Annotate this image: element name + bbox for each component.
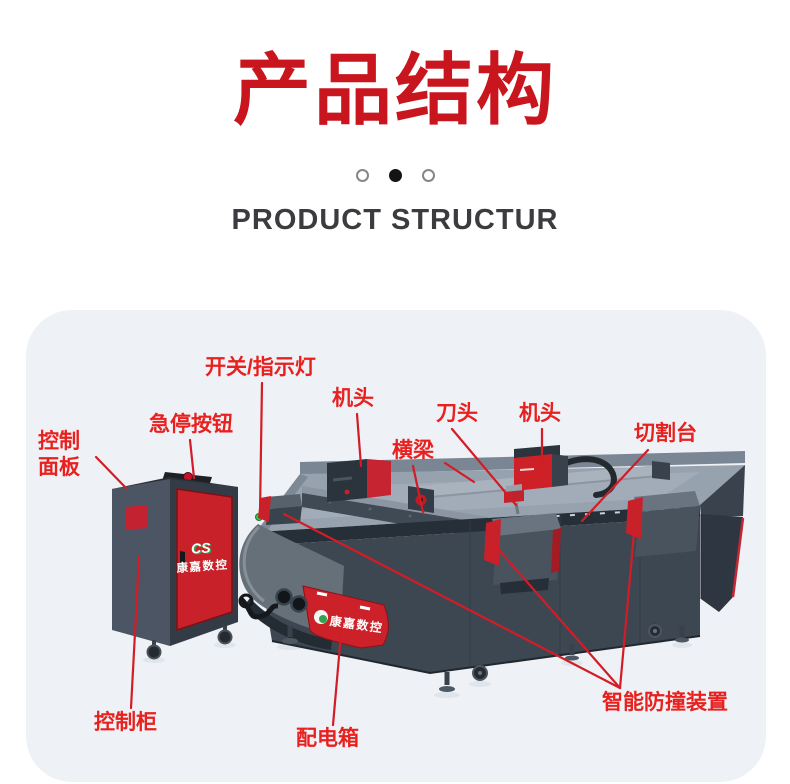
label-control-panel: 控制面板	[38, 430, 80, 480]
label-power-box: 配电箱	[296, 727, 359, 750]
label-control-cabinet: 控制柜	[94, 711, 157, 734]
label-cutting-table: 切割台	[634, 422, 697, 445]
label-machine-head-right: 机头	[519, 402, 561, 425]
label-beam: 横梁	[392, 439, 434, 462]
label-knife-head: 刀头	[436, 402, 478, 425]
carousel-dot-3[interactable]	[421, 169, 435, 182]
label-anti-collision: 智能防撞装置	[602, 691, 728, 714]
carousel-dots	[0, 169, 790, 182]
label-switch-indicator: 开关/指示灯	[205, 356, 316, 379]
page-subtitle: PRODUCT STRUCTUR	[231, 204, 559, 236]
brand-monogram: CS	[190, 539, 211, 557]
carousel-dot-1[interactable]	[355, 169, 369, 182]
page-title: 产品结构	[232, 46, 557, 134]
label-emergency-stop: 急停按钮	[149, 413, 233, 436]
carousel-dot-2[interactable]	[388, 169, 402, 182]
label-machine-head-left: 机头	[332, 387, 374, 410]
